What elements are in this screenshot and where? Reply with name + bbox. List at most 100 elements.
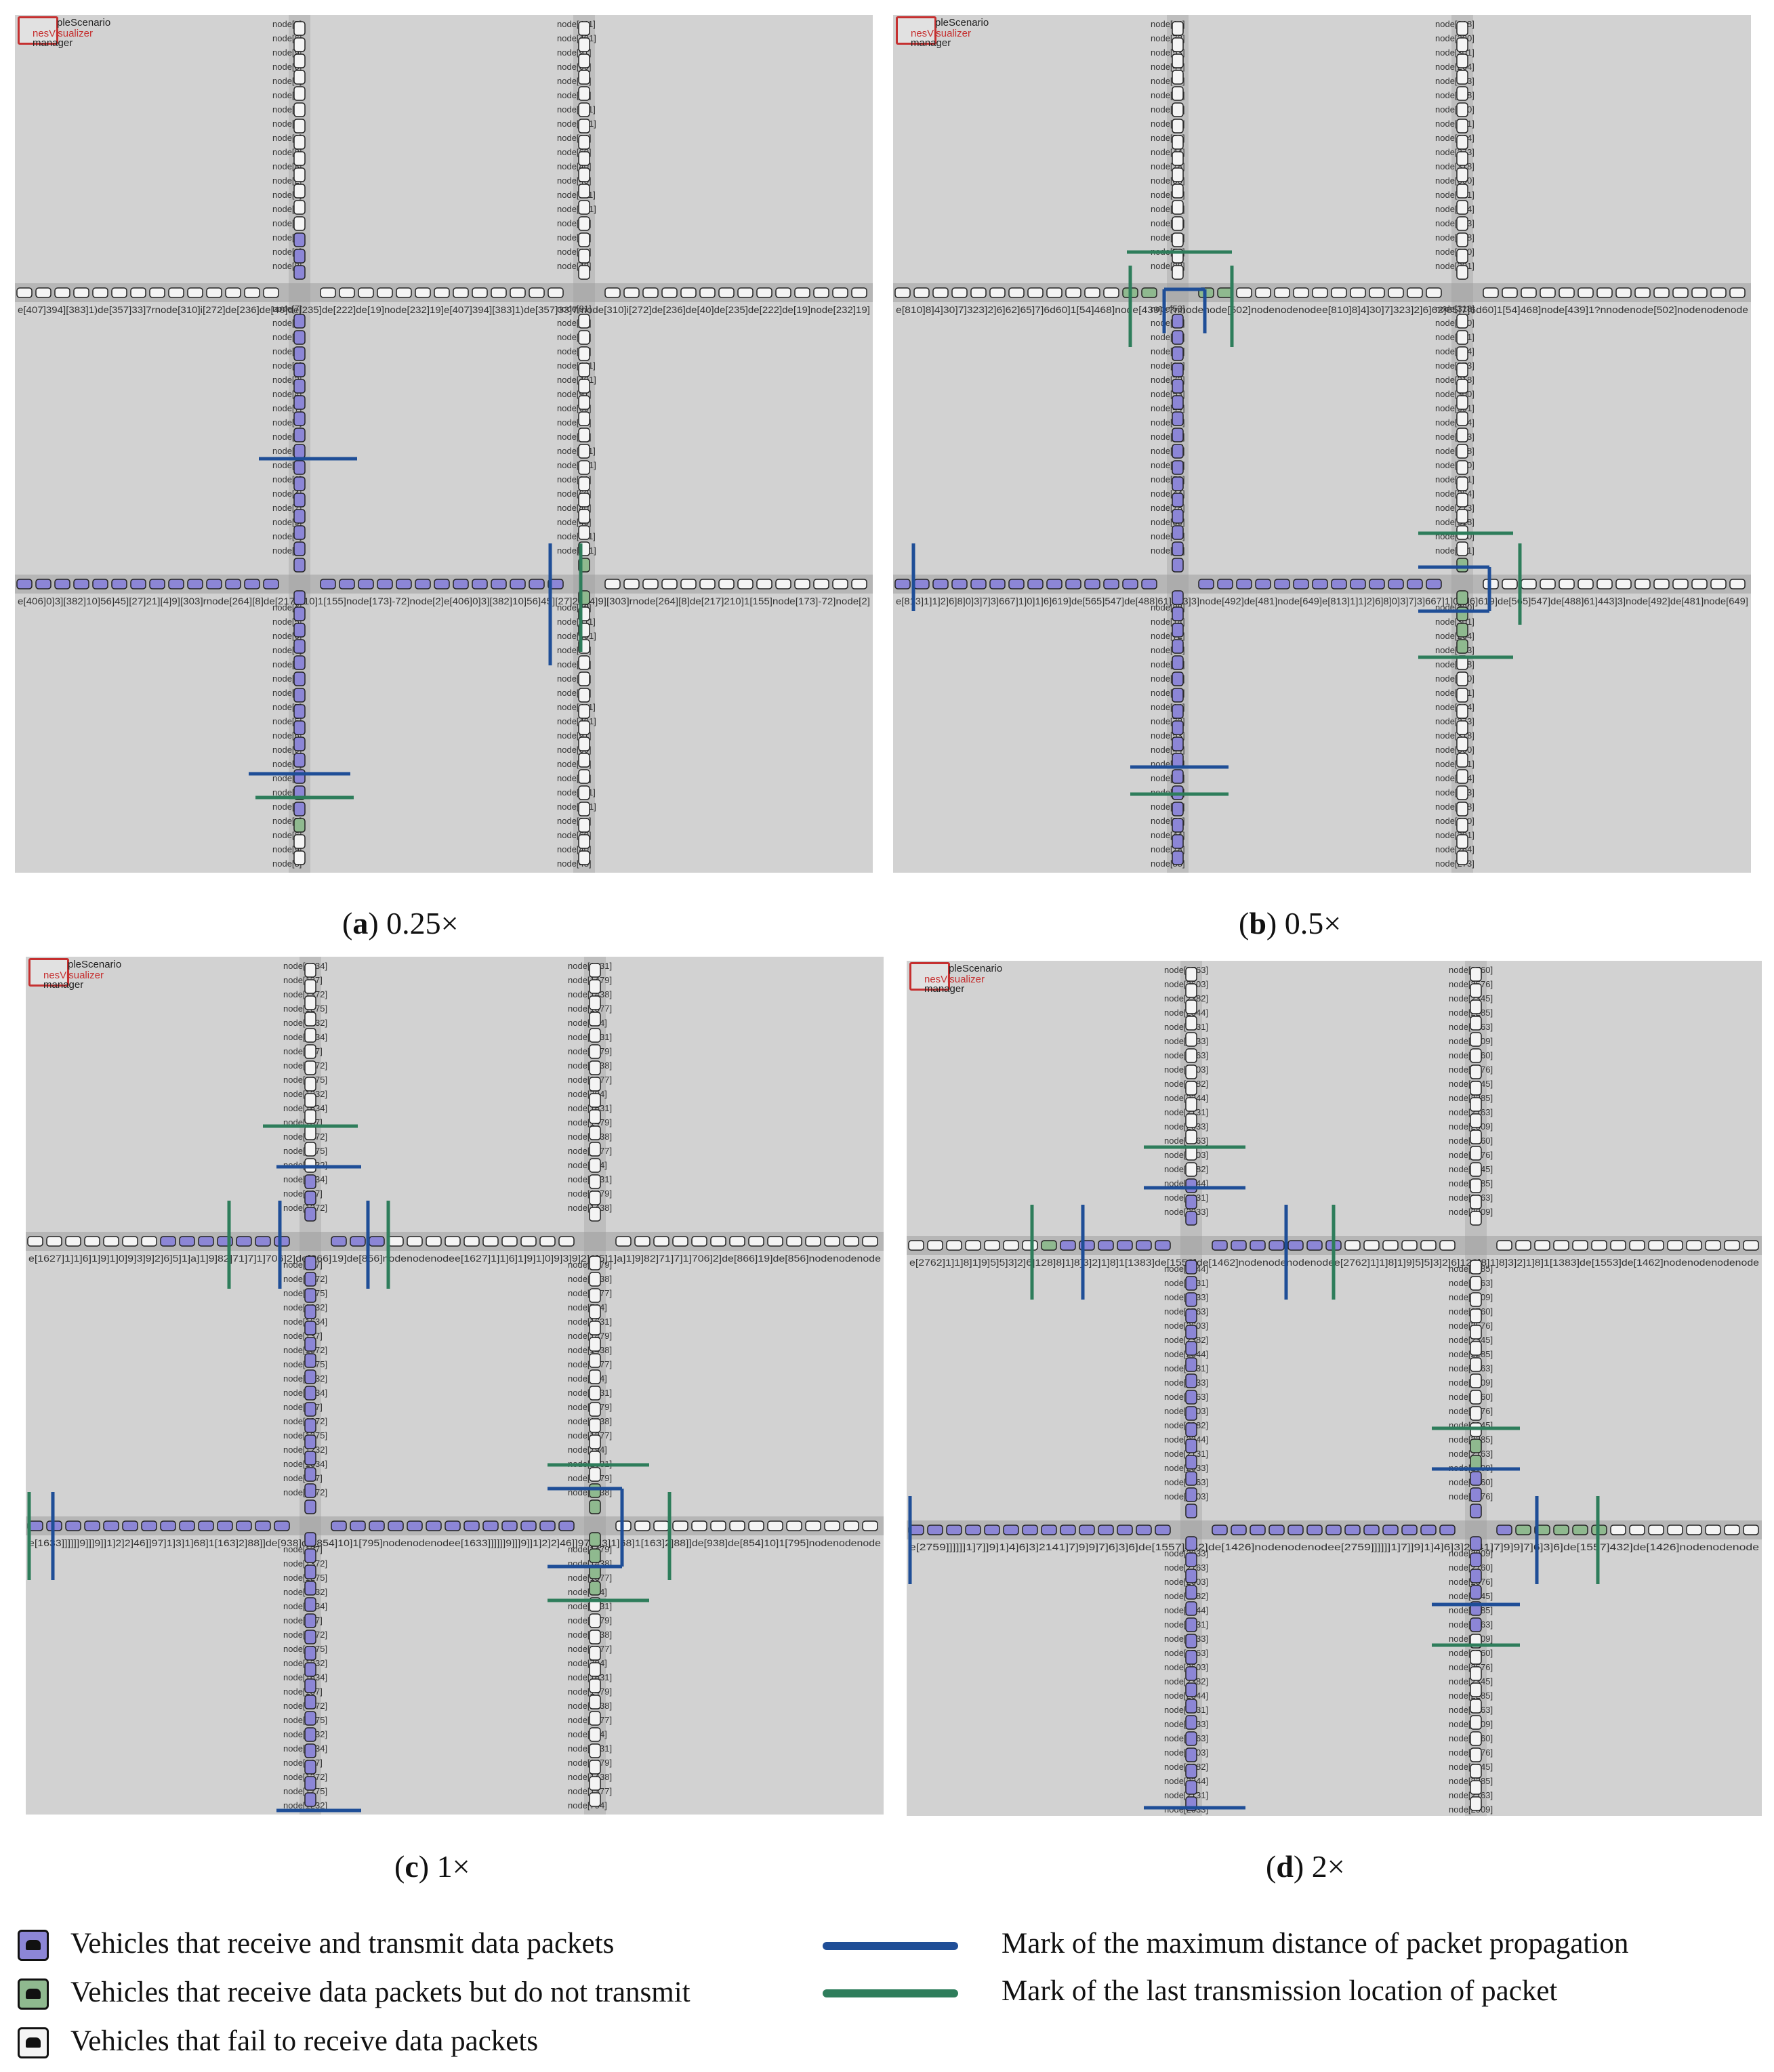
vehicle-icon [35,579,51,589]
vehicle-icon [578,232,590,247]
vehicle-icon [1470,1682,1482,1697]
vehicle-icon [1456,671,1468,686]
vehicle-icon [578,802,590,816]
vehicle-icon [304,979,316,994]
vehicle-icon [339,287,355,298]
vehicle-icon [589,1386,601,1401]
node-label: node[301] [1435,190,1474,200]
vehicle-icon [293,850,306,865]
vehicle-icon [1185,1682,1197,1697]
vehicle-icon [894,287,911,298]
vehicle-icon [1172,753,1184,768]
vehicle-icon [84,1520,100,1531]
node-label: node[137] [283,1615,323,1625]
vehicle-icon [1456,411,1468,426]
caption-b: (b) 0.5× [1239,906,1342,940]
node-label: node[2344] [1164,1434,1208,1445]
vehicle-icon [1729,287,1746,298]
vehicle-icon [293,623,306,638]
node-label: node[91] [557,304,592,314]
node-label: node[401] [557,119,596,129]
vehicle-icon [578,362,590,377]
vehicle-icon [1212,1525,1228,1535]
vehicle-icon [1363,1240,1380,1251]
vehicle-icon [304,1760,316,1775]
vehicle-icon [729,1236,745,1247]
vehicle-icon [1456,379,1468,394]
vehicle-icon [304,1613,316,1628]
vehicle-icon [894,579,911,589]
vehicle-icon [1172,21,1184,36]
vehicle-icon [1172,444,1184,459]
vehicle-icon [737,579,754,589]
node-label: node[137] [283,1402,323,1412]
vehicle-icon [578,379,590,394]
vehicle-icon [578,119,590,133]
vehicle-icon [1079,1525,1095,1535]
vehicle-icon [1470,1650,1482,1665]
vehicle-icon [589,1256,601,1270]
vehicle-icon [491,287,507,298]
node-label: node[137] [283,1188,323,1199]
vehicle-icon [1691,579,1708,589]
node-label: node[318] [1435,659,1474,669]
vehicle-icon [1185,1747,1197,1762]
vehicle-icon [578,70,590,85]
vehicle-icon [589,1028,601,1043]
node-label: node[401] [557,545,596,556]
vehicle-icon [65,1520,81,1531]
vehicle-icon [293,444,306,459]
vehicle-icon [1172,135,1184,150]
vehicle-icon [1667,1525,1683,1535]
node-label: node[300] [1435,104,1474,115]
vehicle-icon [320,579,336,589]
vehicle-icon [1388,579,1404,589]
vehicle-icon [1401,1525,1418,1535]
vehicle-icon [304,1060,316,1075]
row-node-label: e[810]8]4]30]7]323]2]6]62]65]7]6d60]1[54… [896,304,1748,315]
vehicle-icon [1172,737,1184,751]
road-network-d: node[2763]node[2603]node[2382]node[2344]… [907,961,1762,1816]
node-label: node[273] [1435,218,1474,228]
node-label: node[401] [557,33,596,43]
node-label: node[300] [1435,745,1474,755]
node-label: node[300] [1435,247,1474,257]
vehicle-icon [1540,287,1556,298]
node-label: node[1372] [283,989,327,999]
vehicle-icon [634,1236,651,1247]
node-label: node[137] [283,1686,323,1697]
vehicle-icon [1553,1240,1569,1251]
vehicle-icon [1172,379,1184,394]
vehicle-icon [1041,1525,1057,1535]
vehicle-icon [984,1525,1000,1535]
vehicle-icon [786,1236,802,1247]
vehicle-icon [1098,1240,1114,1251]
vehicle-icon [589,1337,601,1352]
vehicle-icon [710,1236,726,1247]
vehicle-icon [1172,151,1184,166]
vehicle-icon [1426,579,1442,589]
vehicle-icon [1577,287,1594,298]
vehicle-icon [520,1236,537,1247]
vehicle-icon [1172,834,1184,849]
vehicle-icon [236,1236,252,1247]
node-label: node[301] [1435,403,1474,413]
node-label: node[2344] [1164,1093,1208,1103]
vehicle-icon [1743,1240,1759,1251]
vehicle-icon [661,579,678,589]
vehicle-icon [1456,37,1468,52]
vehicle-icon [589,1483,601,1498]
vehicle-icon [1470,1357,1482,1372]
vehicle-icon [1596,287,1613,298]
vehicle-icon [1306,1525,1323,1535]
vehicle-icon [1470,1325,1482,1340]
vehicle-icon [304,1792,316,1807]
vehicle-icon [775,579,791,589]
node-label: node[264] [1435,702,1474,712]
vehicle-icon [1686,1240,1702,1251]
node-label: node[318] [1435,517,1474,527]
vehicle-icon [589,1613,601,1628]
vehicle-icon [653,1520,669,1531]
vehicle-icon [1470,1308,1482,1323]
node-label: node[300] [1435,33,1474,43]
